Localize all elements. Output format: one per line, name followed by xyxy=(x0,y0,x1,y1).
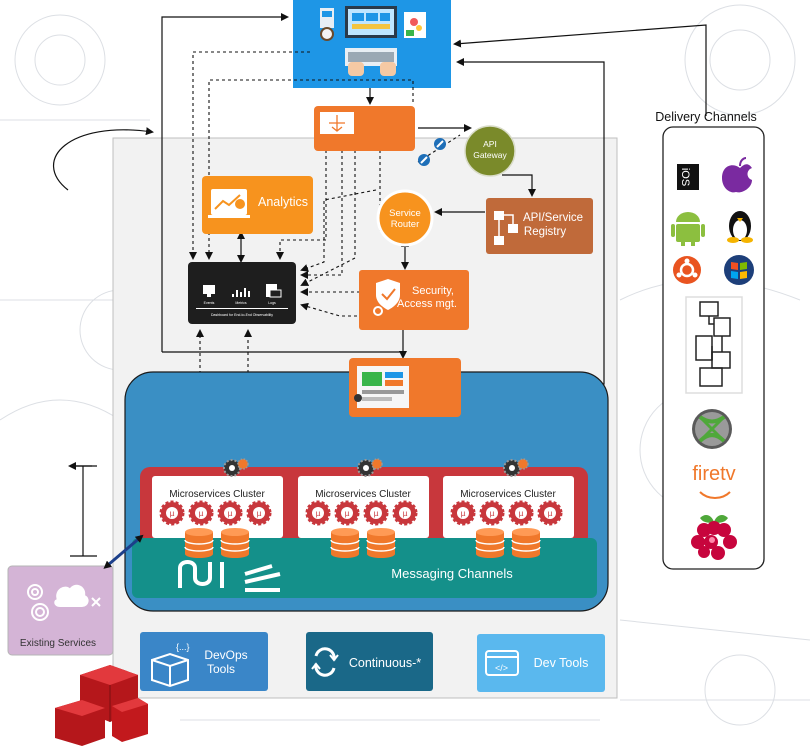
dev-tools-label: Dev Tools xyxy=(534,656,589,670)
registry-line1: API/Service xyxy=(523,212,583,224)
ios-icon: iOS xyxy=(677,164,699,190)
svg-text:{...}: {...} xyxy=(176,642,190,652)
microservice-icon: µ xyxy=(363,500,389,526)
observability-caption: Dashboard for End-to-End Observability xyxy=(211,313,273,317)
analytics-chart-icon xyxy=(208,189,250,218)
svg-text:iOS: iOS xyxy=(679,168,691,186)
gear-icon xyxy=(357,458,383,477)
svg-text:µ: µ xyxy=(490,509,495,518)
svg-text:µ: µ xyxy=(374,509,379,518)
microservice-icon: µ xyxy=(450,500,476,526)
svg-text:µ: µ xyxy=(257,509,262,518)
microservice-icon: µ xyxy=(508,500,534,526)
observability-metrics: Metrics xyxy=(235,301,247,305)
observability-icons xyxy=(196,284,288,309)
security-line1: Security, xyxy=(412,285,454,297)
security-line2: Access mgt. xyxy=(397,298,457,310)
dev-tools-box xyxy=(477,634,605,692)
microservice-icon: µ xyxy=(479,500,505,526)
xbox-icon xyxy=(692,409,732,449)
svg-text:</>: </> xyxy=(495,663,508,673)
shield-lock-icon xyxy=(373,279,400,316)
svg-text:µ: µ xyxy=(316,509,321,518)
firetv-label: firetv xyxy=(692,463,735,485)
curved-arrow xyxy=(53,127,154,191)
registry-icon xyxy=(494,211,518,245)
red-cubes-icon xyxy=(55,665,148,746)
firetv-icon: firetv xyxy=(692,463,736,499)
delivery-channels-title: Delivery Channels xyxy=(655,110,756,124)
microservice-icon: µ xyxy=(217,500,243,526)
database-cylinder-icon xyxy=(366,528,396,558)
linux-icon xyxy=(727,211,753,243)
cluster-cards xyxy=(152,476,574,538)
database-cylinders xyxy=(184,528,541,558)
microservice-icon: µ xyxy=(159,500,185,526)
computer-illustration-icon xyxy=(320,6,426,76)
background-sketch xyxy=(0,4,810,726)
database-cylinder-icon xyxy=(184,528,214,558)
service-router-line1: Service xyxy=(389,208,421,219)
windows-icon xyxy=(724,255,754,285)
devops-line2: Tools xyxy=(207,662,235,676)
observability-logs: Logs xyxy=(268,301,276,305)
box-icon: {...} xyxy=(151,642,190,688)
messaging-icons xyxy=(178,560,281,592)
microservice-icon: µ xyxy=(188,500,214,526)
devops-tools-box xyxy=(140,632,268,691)
svg-text:µ: µ xyxy=(519,509,524,518)
microservice-icon: µ xyxy=(537,500,563,526)
observability-events: Events xyxy=(204,301,215,305)
registry-line2: Registry xyxy=(524,226,566,238)
service-router-node xyxy=(376,189,434,247)
api-gateway-line1: API xyxy=(483,139,497,149)
database-cylinder-icon xyxy=(475,528,505,558)
flowchart-icon xyxy=(685,296,743,394)
continuous-label: Continuous-* xyxy=(349,656,421,670)
gear-icon xyxy=(223,458,249,477)
dashed-connectors xyxy=(189,51,461,470)
microservice-icon: µ xyxy=(305,500,331,526)
database-cylinder-icon xyxy=(511,528,541,558)
gateway-link-icons xyxy=(418,138,446,166)
ubuntu-icon xyxy=(673,256,701,284)
microservice-icon: µ xyxy=(392,500,418,526)
api-gateway-line2: Gateway xyxy=(473,150,507,160)
existing-services-link xyxy=(103,534,144,569)
cluster-1-label: Microservices Cluster xyxy=(169,489,265,500)
service-router-line2: Router xyxy=(391,219,420,230)
analytics-label: Analytics xyxy=(258,195,308,209)
cluster-2-label: Microservices Cluster xyxy=(315,489,411,500)
apple-icon xyxy=(722,157,752,193)
svg-text:µ: µ xyxy=(461,509,466,518)
svg-text:µ: µ xyxy=(403,509,408,518)
code-window-icon: </> xyxy=(485,650,519,676)
messaging-label: Messaging Channels xyxy=(391,566,513,581)
cluster-3-label: Microservices Cluster xyxy=(460,489,556,500)
registry-box xyxy=(486,198,593,254)
microservice-icon: µ xyxy=(246,500,272,526)
devops-line1: DevOps xyxy=(204,648,247,662)
android-icon xyxy=(671,212,705,246)
refresh-icon xyxy=(311,647,339,677)
svg-text:µ: µ xyxy=(345,509,350,518)
continuous-box xyxy=(306,632,433,691)
svg-text:µ: µ xyxy=(228,509,233,518)
gear-icon xyxy=(503,458,529,477)
svg-text:µ: µ xyxy=(199,509,204,518)
database-cylinder-icon xyxy=(220,528,250,558)
existing-services-label: Existing Services xyxy=(20,638,96,649)
svg-text:µ: µ xyxy=(170,509,175,518)
cluster-gears xyxy=(223,458,529,477)
svg-text:µ: µ xyxy=(548,509,553,518)
existing-services-icons xyxy=(27,584,101,621)
raspberry-pi-icon xyxy=(691,515,737,560)
database-cylinder-icon xyxy=(330,528,360,558)
microservice-icon: µ xyxy=(334,500,360,526)
orchestrator-icon xyxy=(354,366,409,408)
api-gateway-node xyxy=(464,125,516,177)
